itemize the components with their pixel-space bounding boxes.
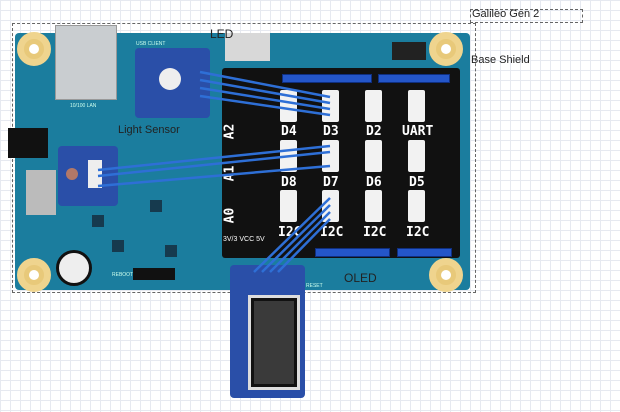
wire [253,197,331,273]
port-i2c: I2C [320,225,344,240]
voltage-label: 3V/3 VCC 5V [223,236,265,243]
led-label: LED [210,27,234,41]
grove-connector[interactable] [365,190,382,222]
port-d7: D7 [323,175,339,190]
battery [56,250,92,286]
reboot-label: REBOOT [112,272,134,278]
wire [199,70,331,99]
grove-connector[interactable] [408,140,425,172]
usb-label: USB CLIENT [136,41,166,47]
lan-label: 10/100 LAN [70,103,97,109]
mount-hole [429,32,463,66]
wire [97,150,331,178]
wire [97,144,331,172]
chip [112,240,124,252]
bottom-header [397,248,452,257]
top-header [378,74,450,83]
port-i2c: I2C [363,225,387,240]
port-d8: D8 [281,175,297,190]
mount-hole [17,32,51,66]
wire [199,94,331,117]
grove-connector[interactable] [365,140,382,172]
grove-connector[interactable] [280,90,297,122]
sd-slot [26,170,56,215]
base-shield-label: Base Shield [471,54,530,66]
oled-label: OLED [344,271,377,285]
chip [92,215,104,227]
galileo-label: Galileo Gen 2 [472,8,540,20]
light-sensor-label: Light Sensor [118,124,180,136]
port-d2: D2 [366,124,382,139]
wire [277,218,331,273]
photoresistor-icon [66,168,78,180]
port-uart: UART [402,124,434,139]
mount-hole [429,258,463,292]
wire [97,164,331,188]
galileo-label-box [470,9,583,23]
grove-connector[interactable] [280,190,297,222]
chip [165,245,177,257]
grove-connector[interactable] [408,190,425,222]
reset-header [133,268,175,280]
power-jack [8,128,48,158]
reset-label: RESET [306,283,323,289]
bottom-header [315,248,390,257]
oled-screen [248,295,300,390]
led-icon [159,68,181,90]
port-d5: D5 [409,175,425,190]
grove-connector[interactable] [322,140,339,172]
port-d6: D6 [366,175,382,190]
port-d3: D3 [323,124,339,139]
grove-connector[interactable] [365,90,382,122]
icsp-header [392,42,426,60]
wire [199,86,331,111]
led-module[interactable] [135,48,210,118]
usb-port [225,33,270,61]
port-d4: D4 [281,124,297,139]
wire [269,211,331,273]
chip [150,200,162,212]
port-i2c: I2C [278,225,302,240]
wire [261,204,331,273]
oled-module[interactable] [230,265,305,398]
grove-connector [88,160,102,188]
port-i2c: I2C [406,225,430,240]
top-header [282,74,372,83]
wire [199,78,331,105]
mount-hole [17,258,51,292]
ethernet-jack [55,25,117,100]
grove-connector[interactable] [408,90,425,122]
